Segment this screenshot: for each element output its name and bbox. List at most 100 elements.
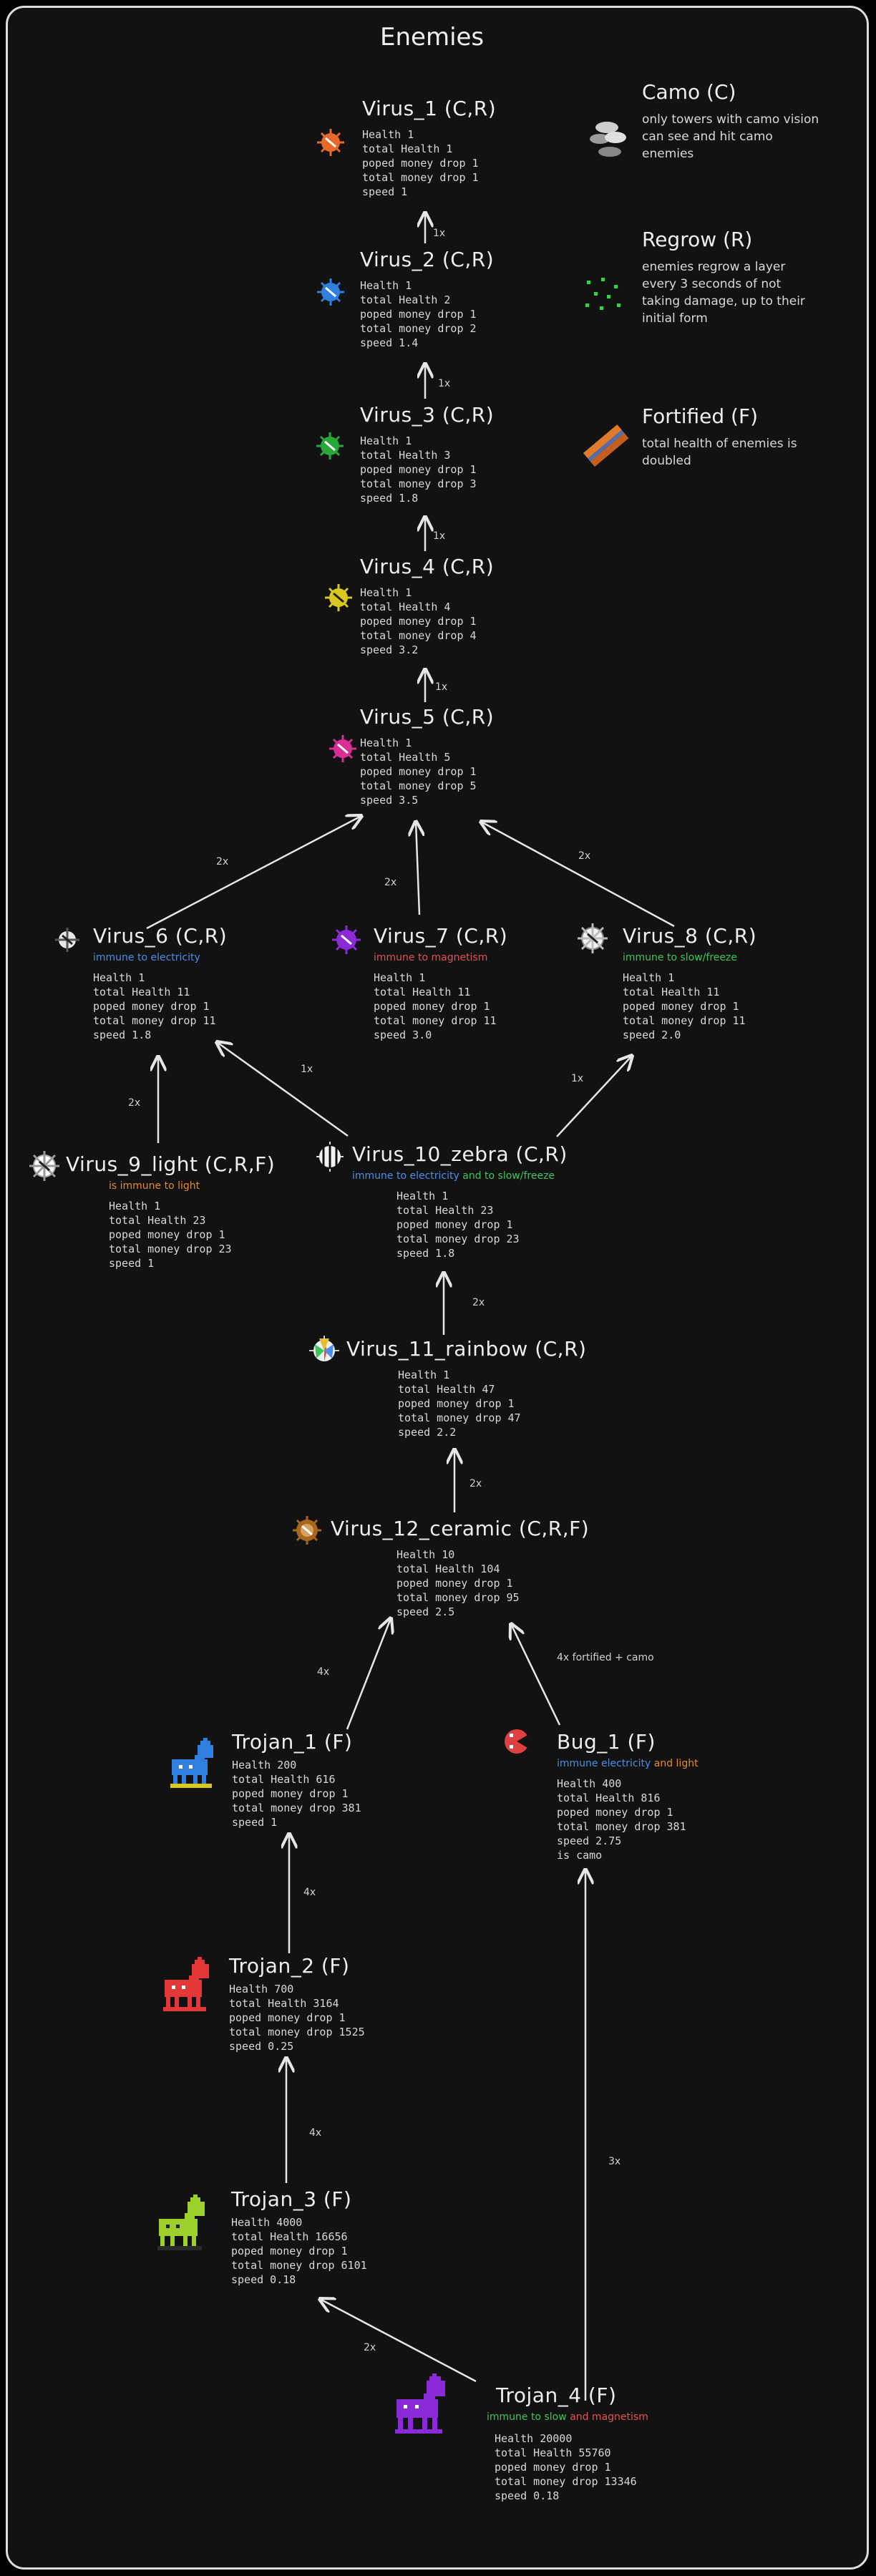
- multiplier-label: 4x: [303, 1887, 316, 1898]
- stat: total money drop 1: [362, 171, 479, 184]
- stat: Health 400: [557, 1777, 622, 1790]
- virus-1-name: Virus_1 (C,R): [362, 97, 497, 120]
- stat: total money drop 11: [93, 1014, 216, 1027]
- camo-cloud-icon: [590, 122, 626, 157]
- stat: poped money drop 1: [360, 765, 477, 778]
- stat: total money drop 5: [360, 779, 477, 792]
- stat: Health 20000: [495, 2432, 573, 2445]
- stat: total money drop 11: [374, 1014, 497, 1027]
- stat: total money drop 2: [360, 322, 477, 335]
- virus-4-stats: Health 1 total Health 4 poped money drop…: [360, 585, 494, 657]
- stat: total Health 104: [396, 1562, 500, 1575]
- stat: total money drop 23: [396, 1233, 520, 1245]
- multiplier-label: 2x: [472, 1297, 485, 1308]
- stat: total money drop 381: [232, 1802, 361, 1814]
- stat: Health 10: [396, 1548, 455, 1561]
- stat: Health 1: [360, 434, 412, 447]
- stat: total Health 11: [374, 986, 471, 998]
- virus-4-name: Virus_4 (C,R): [360, 555, 495, 578]
- stat: Health 1: [360, 279, 412, 292]
- multiplier-label: 2x: [578, 850, 591, 862]
- stat: poped money drop 1: [360, 615, 477, 628]
- immunity-slow: immune to slow: [487, 2411, 567, 2423]
- multiplier-label: 2x: [384, 877, 397, 888]
- trojan-4-horse-icon: [395, 2373, 445, 2434]
- stat: speed 2.0: [623, 1029, 681, 1041]
- stat: speed 0.18: [495, 2489, 560, 2502]
- legend-camo-title: Camo (C): [642, 80, 736, 104]
- multiplier-label: 1x: [433, 530, 446, 542]
- stat: speed 3.5: [360, 794, 419, 807]
- stat: speed 3.2: [360, 643, 419, 656]
- trojan-4-immunity: immune to slow and magnetism: [487, 2411, 648, 2423]
- virus-11-name: Virus_11_rainbow (C,R): [346, 1337, 587, 1361]
- virus-4-icon: [325, 584, 352, 611]
- stat: speed 1: [109, 1257, 155, 1270]
- trojan-3-horse-icon: [157, 2195, 205, 2250]
- stat: Health 1: [360, 737, 412, 749]
- virus-8-name: Virus_8 (C,R): [623, 924, 757, 948]
- fortified-plank-icon: [583, 424, 629, 467]
- virus-1-icon: [317, 129, 344, 156]
- stat: Health 700: [229, 1983, 294, 1996]
- trojan-3-name: Trojan_3 (F): [231, 2187, 352, 2211]
- virus-2-name: Virus_2 (C,R): [360, 248, 495, 271]
- stat: total Health 11: [93, 986, 190, 998]
- stat: total money drop 11: [623, 1014, 746, 1027]
- trojan-1-name: Trojan_1 (F): [232, 1730, 353, 1754]
- stat: speed 1: [232, 1816, 278, 1829]
- node-virus-6: Virus_6 (C,R) immune to electricity Heal…: [93, 924, 227, 1042]
- node-virus-5: Virus_5 (C,R) Health 1 total Health 5 po…: [360, 705, 494, 807]
- multiplier-label: 2x: [128, 1097, 141, 1109]
- virus-8-icon: [578, 923, 608, 953]
- stat: poped money drop 1: [232, 1787, 349, 1800]
- virus-6-immunity: immune to electricity: [93, 952, 200, 963]
- stat: poped money drop 1: [360, 308, 477, 321]
- virus-7-stats: Health 1 total Health 11 poped money dro…: [374, 971, 507, 1042]
- stat: Health 1: [374, 971, 426, 984]
- stat: speed 1.8: [360, 492, 419, 505]
- node-virus-7: Virus_7 (C,R) immune to magnetism Health…: [374, 924, 507, 1042]
- immunity-electricity: immune to electricity: [352, 1170, 459, 1182]
- multiplier-label: 2x: [216, 856, 229, 867]
- virus-2-stats: Health 1 total Health 2 poped money drop…: [360, 278, 494, 350]
- stat: total money drop 13346: [495, 2475, 637, 2488]
- virus-10-icon: [316, 1142, 344, 1172]
- stat: speed 1.4: [360, 336, 419, 349]
- stat: total Health 47: [398, 1383, 495, 1396]
- node-virus-12: Virus_12_ceramic (C,R,F) Health 10 total…: [331, 1517, 589, 1619]
- virus-5-icon: [329, 735, 356, 762]
- trojan-4-stats: Health 20000 total Health 55760 poped mo…: [495, 2431, 648, 2503]
- immunity-slow-freeze: and to slow/freeze: [462, 1170, 555, 1182]
- virus-11-stats: Health 1 total Health 47 poped money dro…: [398, 1368, 586, 1439]
- multiplier-label: 1x: [438, 378, 451, 389]
- stat: poped money drop 1: [93, 1000, 210, 1013]
- bug-1-immunity: immune electricity and light: [557, 1758, 699, 1769]
- immunity-electricity: immune electricity: [557, 1758, 651, 1769]
- virus-11-icon: [309, 1336, 339, 1361]
- stat: total money drop 23: [109, 1243, 232, 1255]
- legend-camo-desc: only towers with camo vision can see and…: [642, 112, 819, 161]
- stat: total money drop 4: [360, 629, 477, 642]
- virus-6-icon: [55, 928, 79, 952]
- trojan-4-name: Trojan_4 (F): [496, 2383, 617, 2407]
- virus-2-icon: [317, 278, 344, 306]
- stat: speed 0.18: [231, 2273, 296, 2286]
- node-bug-1: Bug_1 (F) immune electricity and light H…: [557, 1730, 699, 1862]
- stat: Health 1: [396, 1190, 449, 1202]
- stat: total Health 55760: [495, 2446, 611, 2459]
- stat: Health 1: [398, 1369, 450, 1381]
- virus-9-stats: Health 1 total Health 23 poped money dro…: [109, 1199, 275, 1270]
- immunity-magnetism: and magnetism: [570, 2411, 648, 2423]
- stat: poped money drop 1: [398, 1397, 515, 1410]
- legend-regrow-desc: enemies regrow a layer every 3 seconds o…: [642, 260, 805, 326]
- stat: total money drop 3: [360, 477, 477, 490]
- stat: poped money drop 1: [109, 1228, 225, 1241]
- stat: poped money drop 1: [495, 2461, 611, 2474]
- virus-10-name: Virus_10_zebra (C,R): [352, 1142, 568, 1166]
- stat: is camo: [557, 1849, 603, 1862]
- multiplier-label: 2x: [469, 1478, 482, 1489]
- stat: total Health 816: [557, 1792, 661, 1804]
- stat: poped money drop 1: [360, 463, 477, 476]
- stat: total money drop 47: [398, 1411, 521, 1424]
